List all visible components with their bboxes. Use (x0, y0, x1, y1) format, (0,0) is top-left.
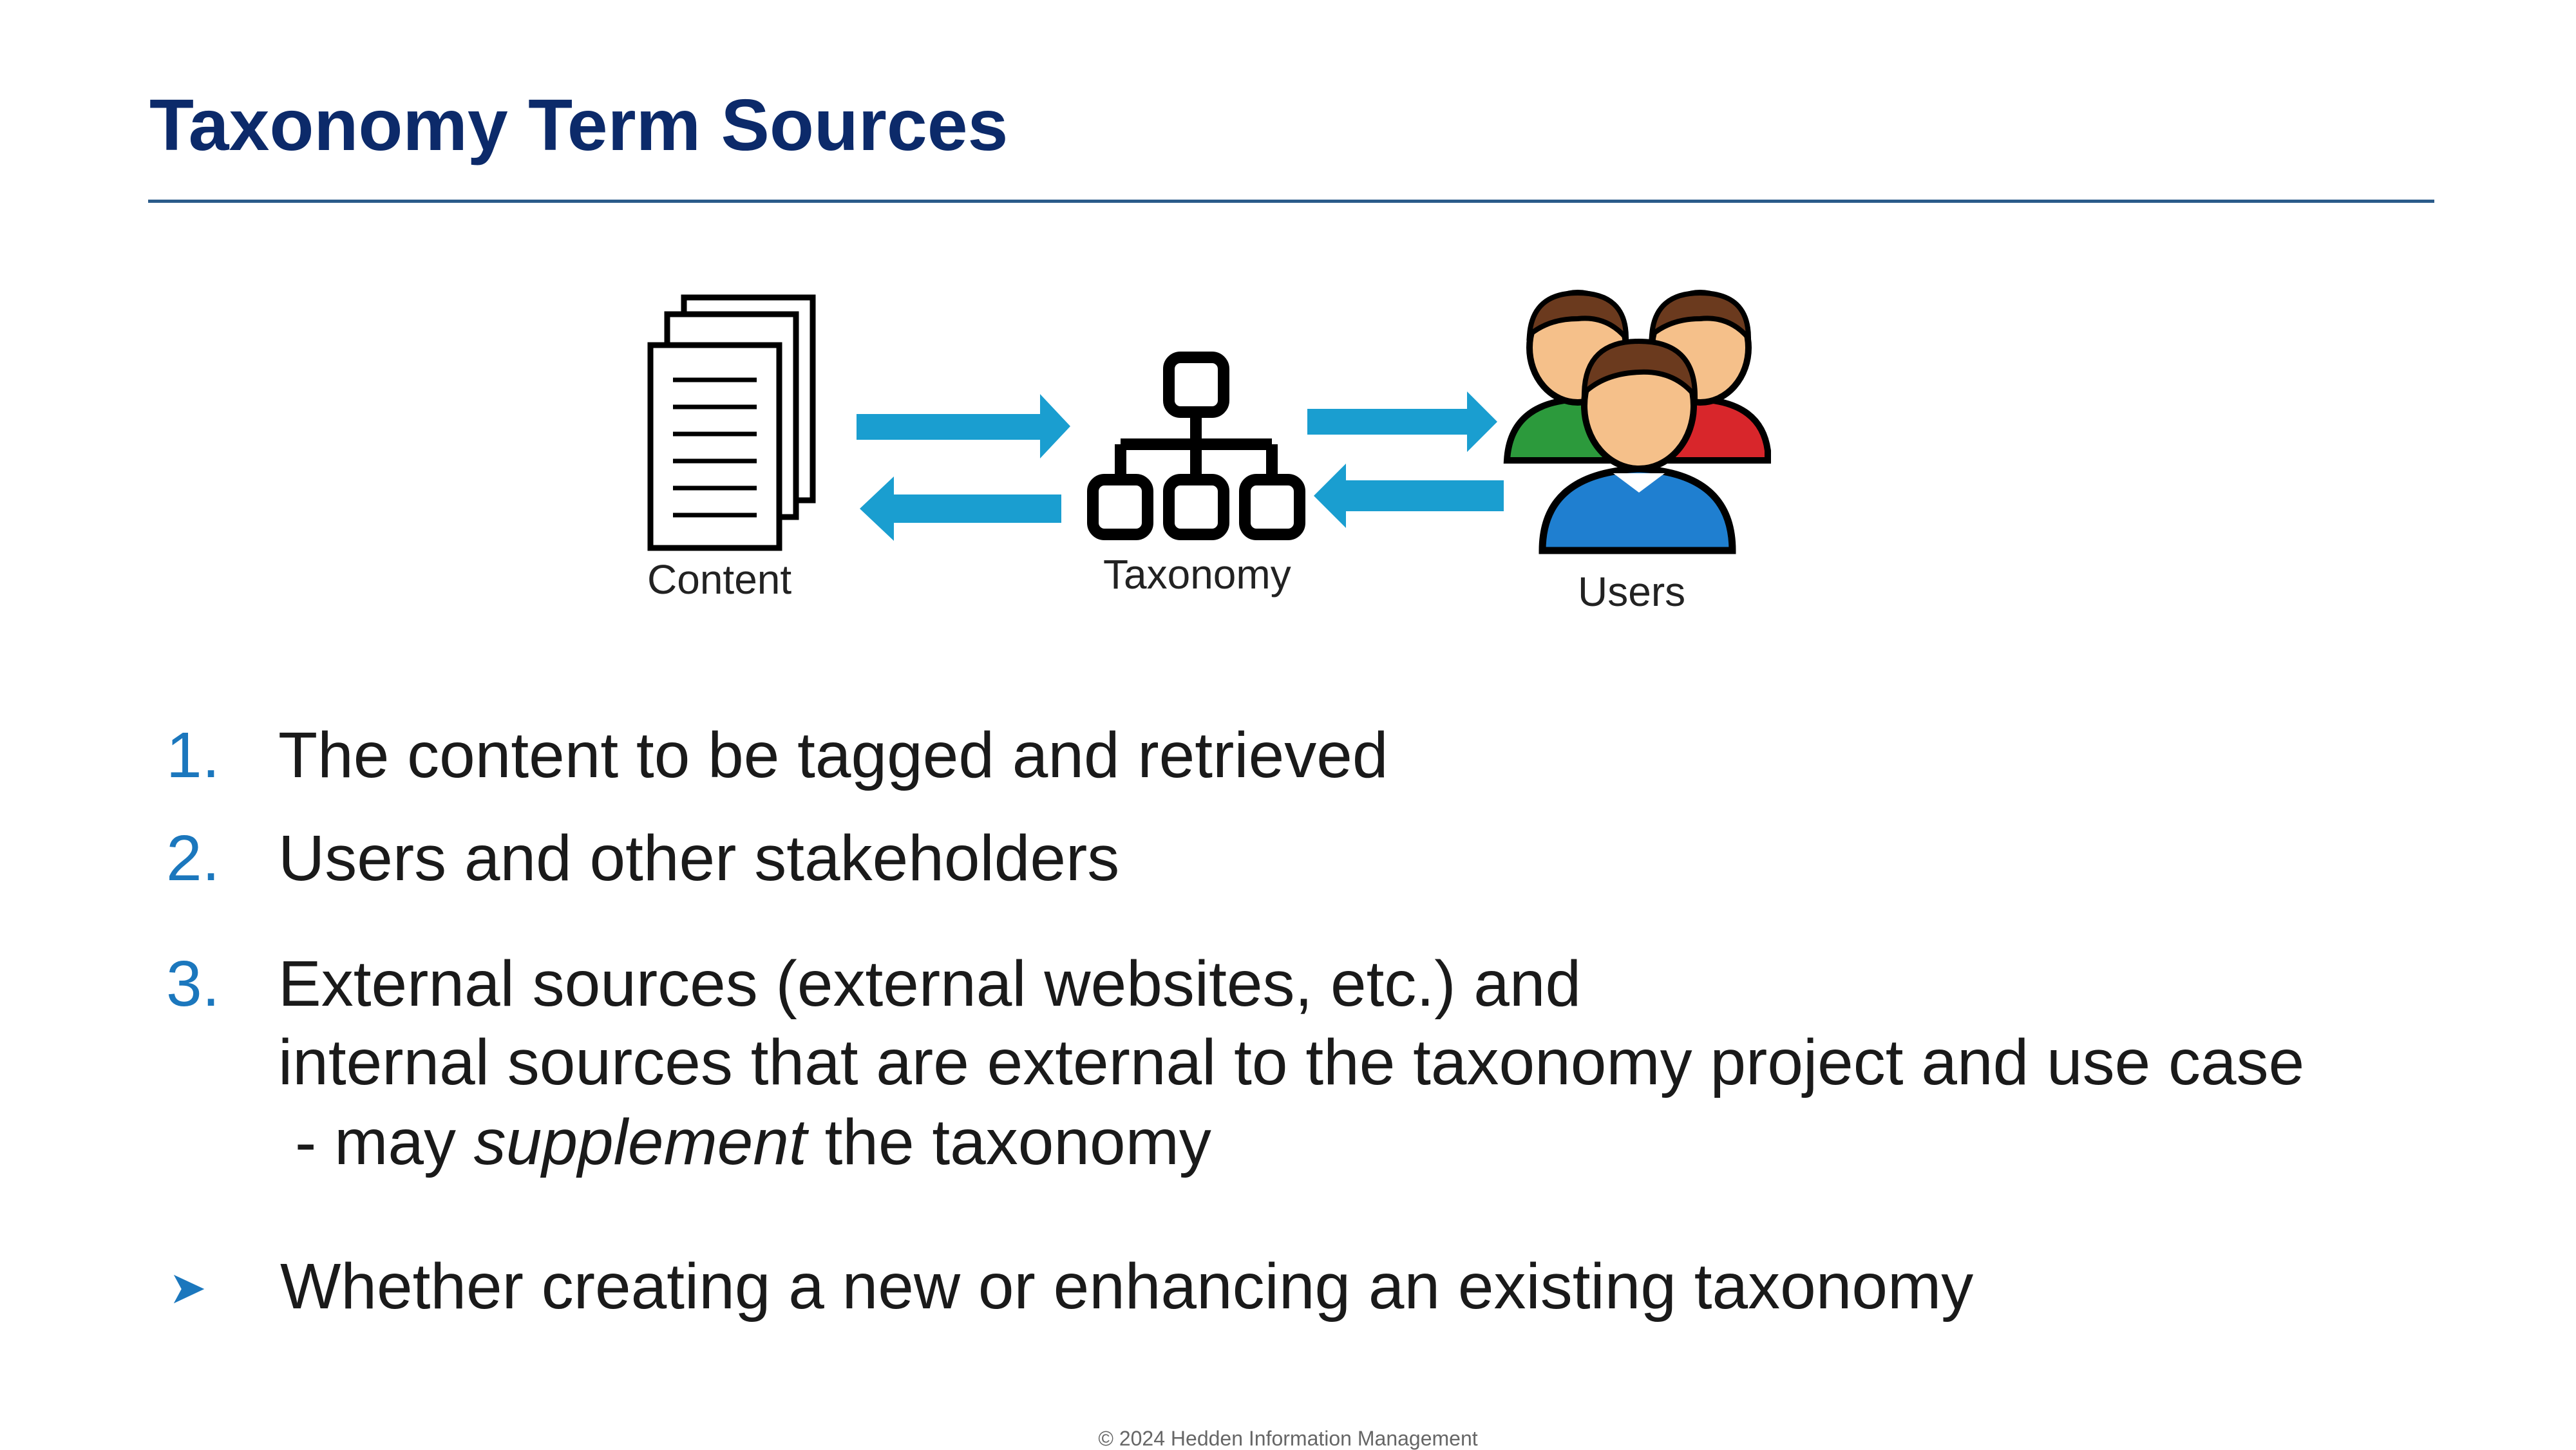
content-to-taxonomy-arrow (857, 394, 1070, 458)
users-label: Users (1578, 569, 1686, 615)
content-label: Content (647, 556, 792, 603)
taxonomy-to-content-arrow (860, 476, 1061, 541)
bullet-text: Whether creating a new or enhancing an e… (280, 1250, 1974, 1323)
taxonomy-label: Taxonomy (1103, 551, 1291, 598)
footer-copyright: © 2024 Hedden Information Management (1098, 1427, 1478, 1450)
list-item-number: 2. (166, 822, 220, 894)
users-to-taxonomy-arrow (1314, 464, 1504, 528)
list-item-text-line1: External sources (external websites, etc… (278, 948, 1582, 1020)
list-item-text: Users and other stakeholders (278, 822, 1120, 894)
line3-prefix: - may (295, 1106, 474, 1178)
list-item-number: 3. (166, 948, 220, 1020)
list-item-number: 1. (166, 719, 220, 791)
line3-suffix: the taxonomy (806, 1106, 1211, 1178)
list-item-text-line2: internal sources that are external to th… (278, 1026, 2305, 1098)
supplement-emphasis: supplement (473, 1106, 807, 1178)
users-group-icon (1503, 290, 1771, 554)
arrow-bullet-icon: ➤ (169, 1263, 207, 1313)
taxonomy-to-users-arrow (1307, 391, 1497, 452)
taxonomy-hierarchy-icon (1087, 352, 1305, 540)
title-divider (148, 200, 2434, 203)
documents-icon (647, 294, 816, 551)
term-sources-diagram (647, 290, 1771, 554)
list-item-text: The content to be tagged and retrieved (278, 719, 1388, 791)
slide-title: Taxonomy Term Sources (149, 84, 1009, 165)
list-item-text-line3: - may supplement the taxonomy (295, 1110, 1211, 1174)
